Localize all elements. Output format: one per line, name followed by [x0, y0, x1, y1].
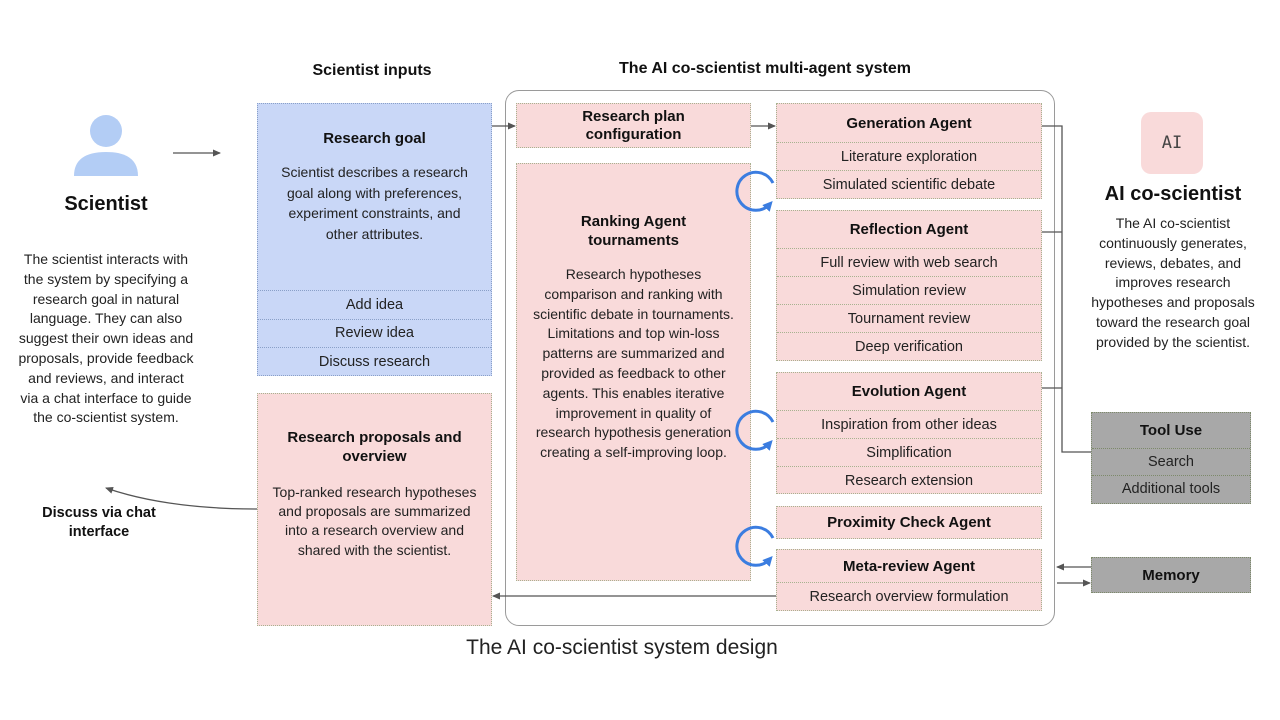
research-overview-formulation-item: Research overview formulation: [777, 582, 1041, 610]
tool-use-title: Tool Use: [1139, 422, 1203, 439]
reflection-agent-box: Reflection Agent Full review with web se…: [776, 210, 1042, 361]
research-goal-box: Research goal Scientist describes a rese…: [257, 103, 492, 376]
loop-arrow-icon-2: [735, 409, 775, 451]
scientist-label: Scientist: [64, 193, 148, 215]
ai-icon: AI: [1141, 112, 1203, 174]
additional-tools-item: Additional tools: [1092, 475, 1250, 502]
multi-agent-container: [505, 90, 1055, 626]
proximity-agent-title: Proximity Check Agent: [827, 514, 991, 531]
simulated-debate-item: Simulated scientific debate: [777, 170, 1041, 198]
reflection-agent-title: Reflection Agent: [849, 221, 969, 238]
memory-title: Memory: [1142, 566, 1200, 584]
research-goal-title: Research goal: [323, 130, 426, 147]
meta-review-agent-title: Meta-review Agent: [843, 557, 975, 575]
person-icon: [74, 115, 138, 176]
research-plan-box: Research plan configuration: [516, 103, 751, 148]
deep-verification-item: Deep verification: [777, 332, 1041, 360]
simulation-review-item: Simulation review: [777, 276, 1041, 304]
generation-agent-box: Generation Agent Literature exploration …: [776, 103, 1042, 199]
research-plan-title: Research plan configuration: [582, 107, 685, 143]
multi-agent-system-header: The AI co-scientist multi-agent system: [619, 60, 911, 77]
loop-arrow-icon-3: [735, 525, 775, 567]
tournament-review-item: Tournament review: [777, 304, 1041, 332]
research-proposals-description: Top-ranked research hypotheses and propo…: [272, 484, 477, 558]
memory-box: Memory: [1091, 557, 1251, 593]
discuss-research-item[interactable]: Discuss research: [258, 347, 491, 376]
tool-use-box: Tool Use Search Additional tools: [1091, 412, 1251, 504]
full-review-item: Full review with web search: [777, 248, 1041, 276]
ai-icon-text: AI: [1161, 133, 1183, 153]
research-extension-item: Research extension: [777, 466, 1041, 494]
scientist-inputs-header: Scientist inputs: [312, 62, 432, 79]
arrow-proposals-to-scientist: [105, 487, 258, 510]
loop-arrow-icon-1: [735, 170, 775, 212]
proximity-agent-box: Proximity Check Agent: [776, 506, 1042, 539]
evolution-agent-title: Evolution Agent: [851, 383, 967, 400]
meta-review-agent-box: Meta-review Agent Research overview form…: [776, 549, 1042, 611]
review-idea-item[interactable]: Review idea: [258, 318, 491, 348]
generation-agent-title: Generation Agent: [846, 114, 972, 132]
discuss-via-chat-label: Discuss via chat interface: [42, 505, 156, 540]
research-goal-description: Scientist describes a research goal alon…: [281, 164, 468, 242]
evolution-agent-box: Evolution Agent Inspiration from other i…: [776, 372, 1042, 494]
ranking-agent-box: Ranking Agent tournaments Research hypot…: [516, 163, 751, 581]
ranking-agent-title: Ranking Agent tournaments: [580, 213, 687, 249]
research-proposals-box: Research proposals and overview Top-rank…: [257, 393, 492, 626]
ai-coscientist-title: AI co-scientist: [1104, 183, 1242, 205]
research-proposals-title: Research proposals and overview: [287, 429, 462, 465]
simplification-item: Simplification: [777, 438, 1041, 466]
ranking-agent-description: Research hypotheses comparison and ranki…: [533, 266, 734, 461]
literature-exploration-item: Literature exploration: [777, 142, 1041, 170]
line-generation-to-tools: [1042, 125, 1091, 453]
ai-coscientist-description: The AI co-scientist continuously generat…: [1091, 215, 1255, 350]
inspiration-item: Inspiration from other ideas: [777, 410, 1041, 438]
scientist-description: The scientist interacts with the system …: [18, 251, 194, 426]
add-idea-item[interactable]: Add idea: [258, 290, 491, 319]
search-tool-item: Search: [1092, 448, 1250, 475]
diagram-caption: The AI co-scientist system design: [466, 636, 778, 659]
